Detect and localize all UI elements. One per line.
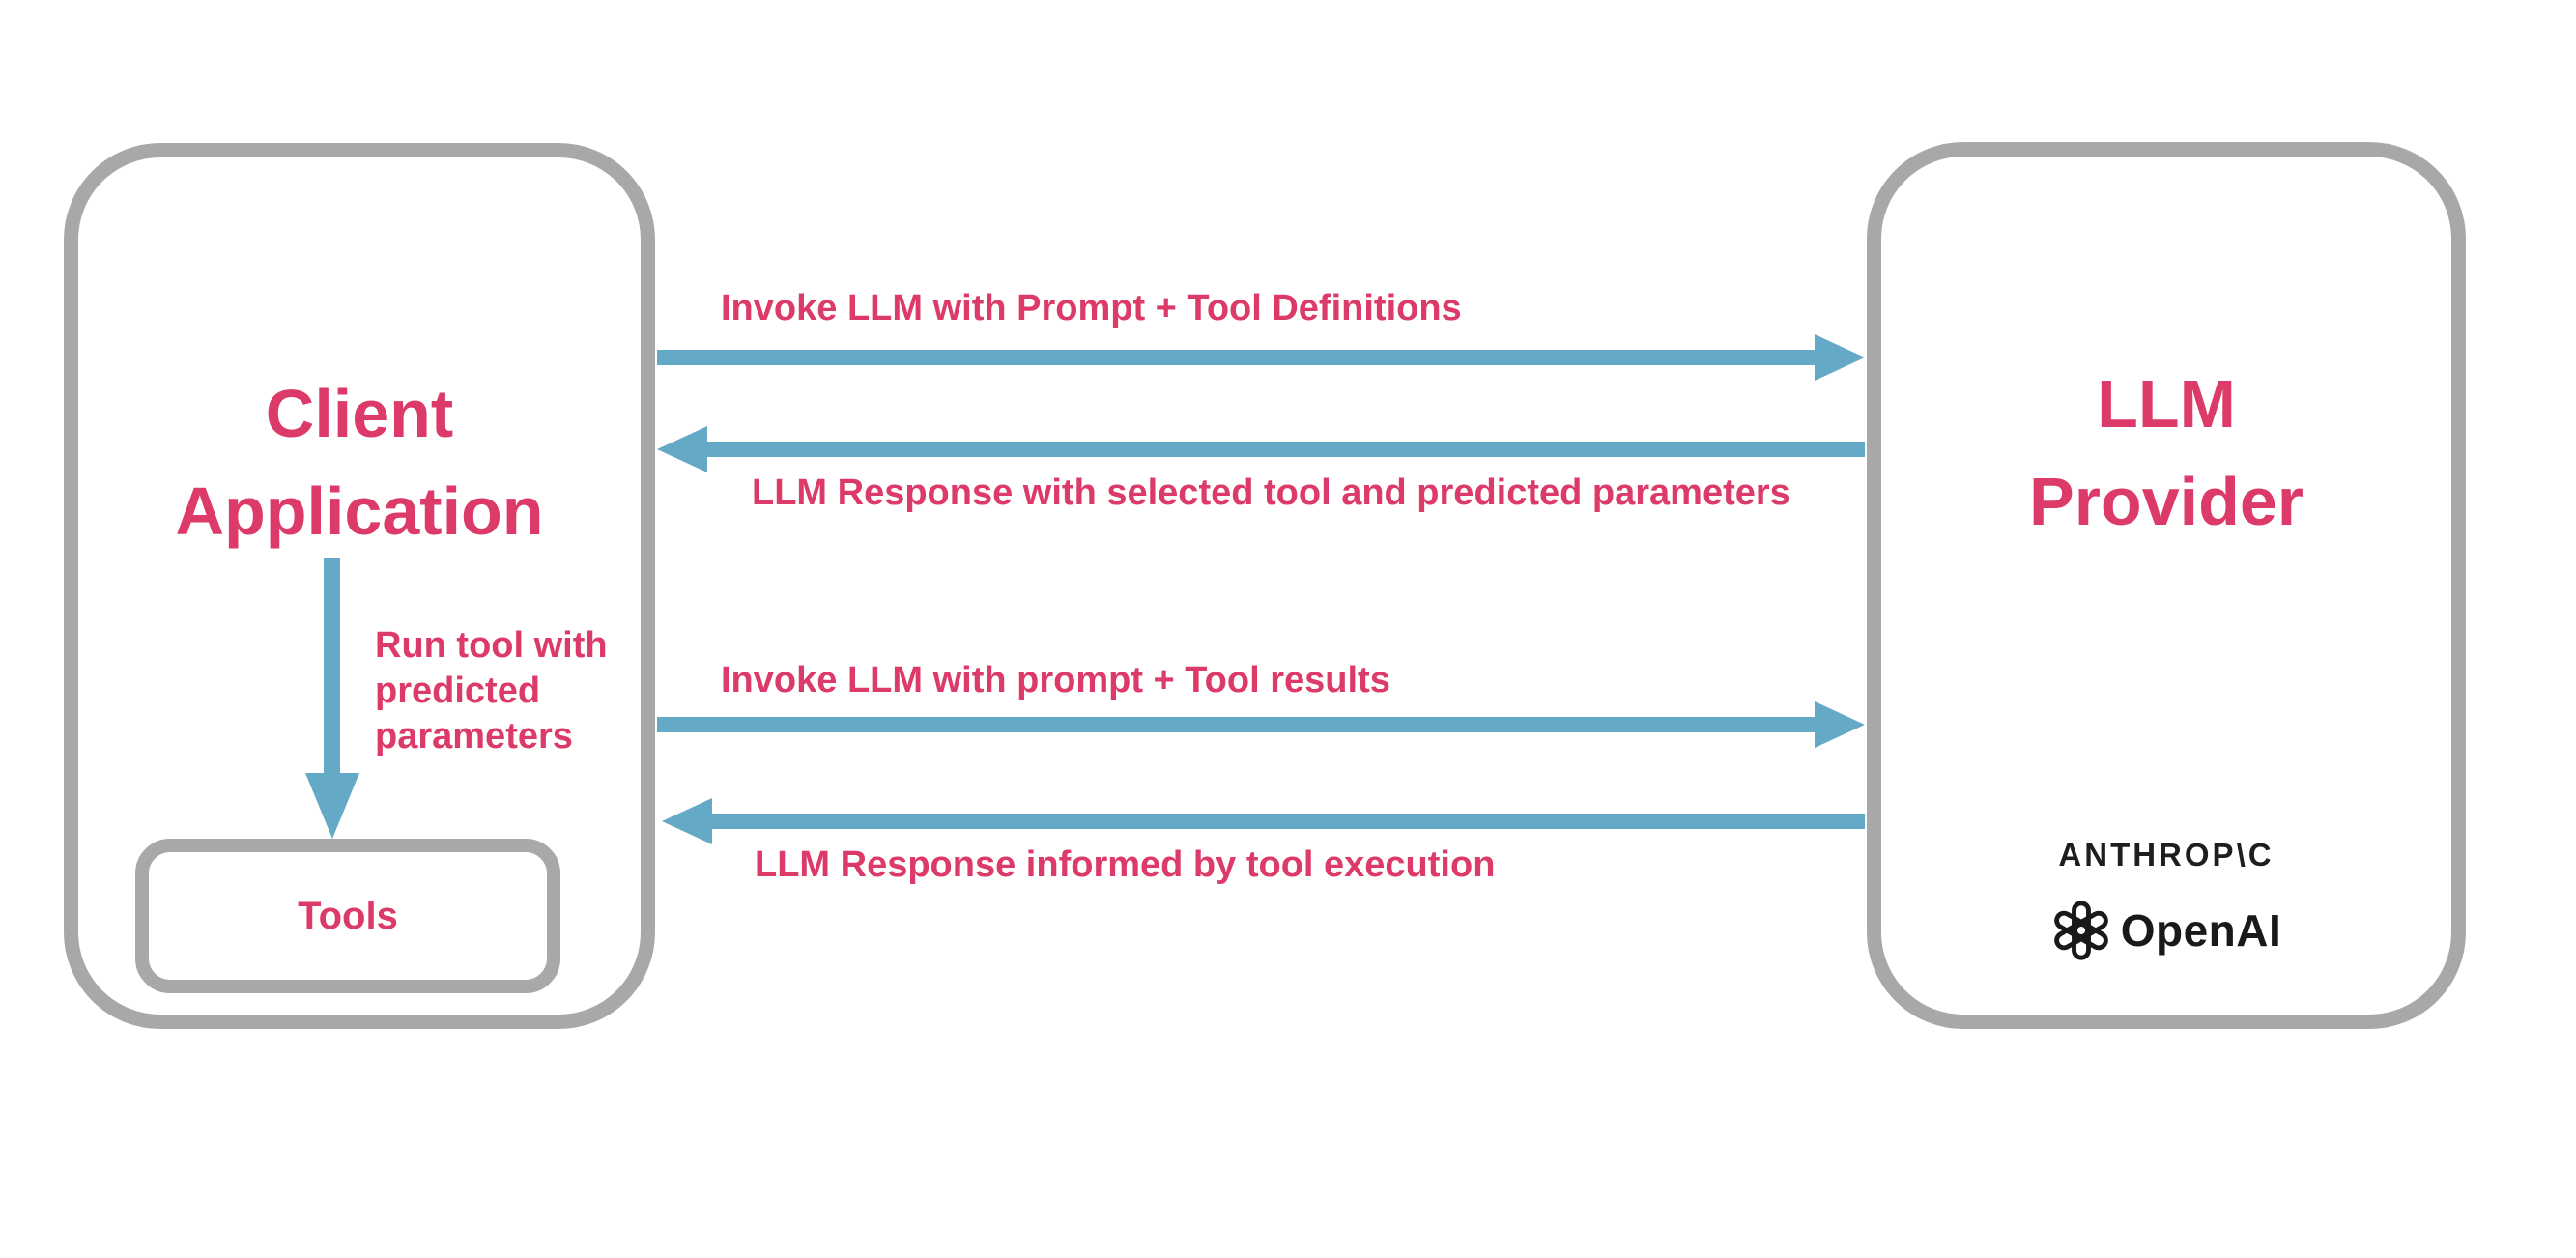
llm-provider-title: LLM Provider [1867,356,2466,551]
anthropic-logo: ANTHROP\C [2058,837,2275,872]
message-1-label: Invoke LLM with Prompt + Tool Definition… [721,288,1462,329]
message-1-arrow-shaft [657,350,1815,365]
tools-box: Tools [135,839,560,993]
client-title-line-1: Client [265,376,454,451]
run-tool-arrow-shaft [324,558,340,775]
run-tool-label: Run tool with predicted parameters [375,623,608,759]
run-tool-label-line-1: Run tool with [375,625,608,666]
provider-title-line-1: LLM [2097,366,2236,442]
message-2-label: LLM Response with selected tool and pred… [752,472,1790,513]
message-2-arrow-shaft [707,442,1865,457]
message-4-arrowhead-icon [662,798,712,844]
client-title-line-2: Application [175,473,544,549]
message-3-label: Invoke LLM with prompt + Tool results [721,660,1390,700]
message-3-arrow-shaft [657,717,1815,732]
run-tool-label-line-3: parameters [375,716,573,757]
message-3-arrowhead-icon [1815,701,1865,748]
message-4-label: LLM Response informed by tool execution [755,844,1496,885]
run-tool-label-line-2: predicted [375,671,541,711]
openai-wordmark: OpenAI [2120,905,2282,956]
openai-flower-icon [2051,901,2111,960]
client-application-title: Client Application [64,365,655,560]
tools-label: Tools [298,894,398,937]
llm-provider-box [1867,142,2466,1029]
openai-logo: OpenAI [1867,901,2466,960]
message-2-arrowhead-icon [657,426,707,472]
message-4-arrow-shaft [712,814,1865,829]
run-tool-arrow-head [305,773,359,839]
message-1-arrowhead-icon [1815,334,1865,381]
provider-title-line-2: Provider [2029,464,2304,539]
